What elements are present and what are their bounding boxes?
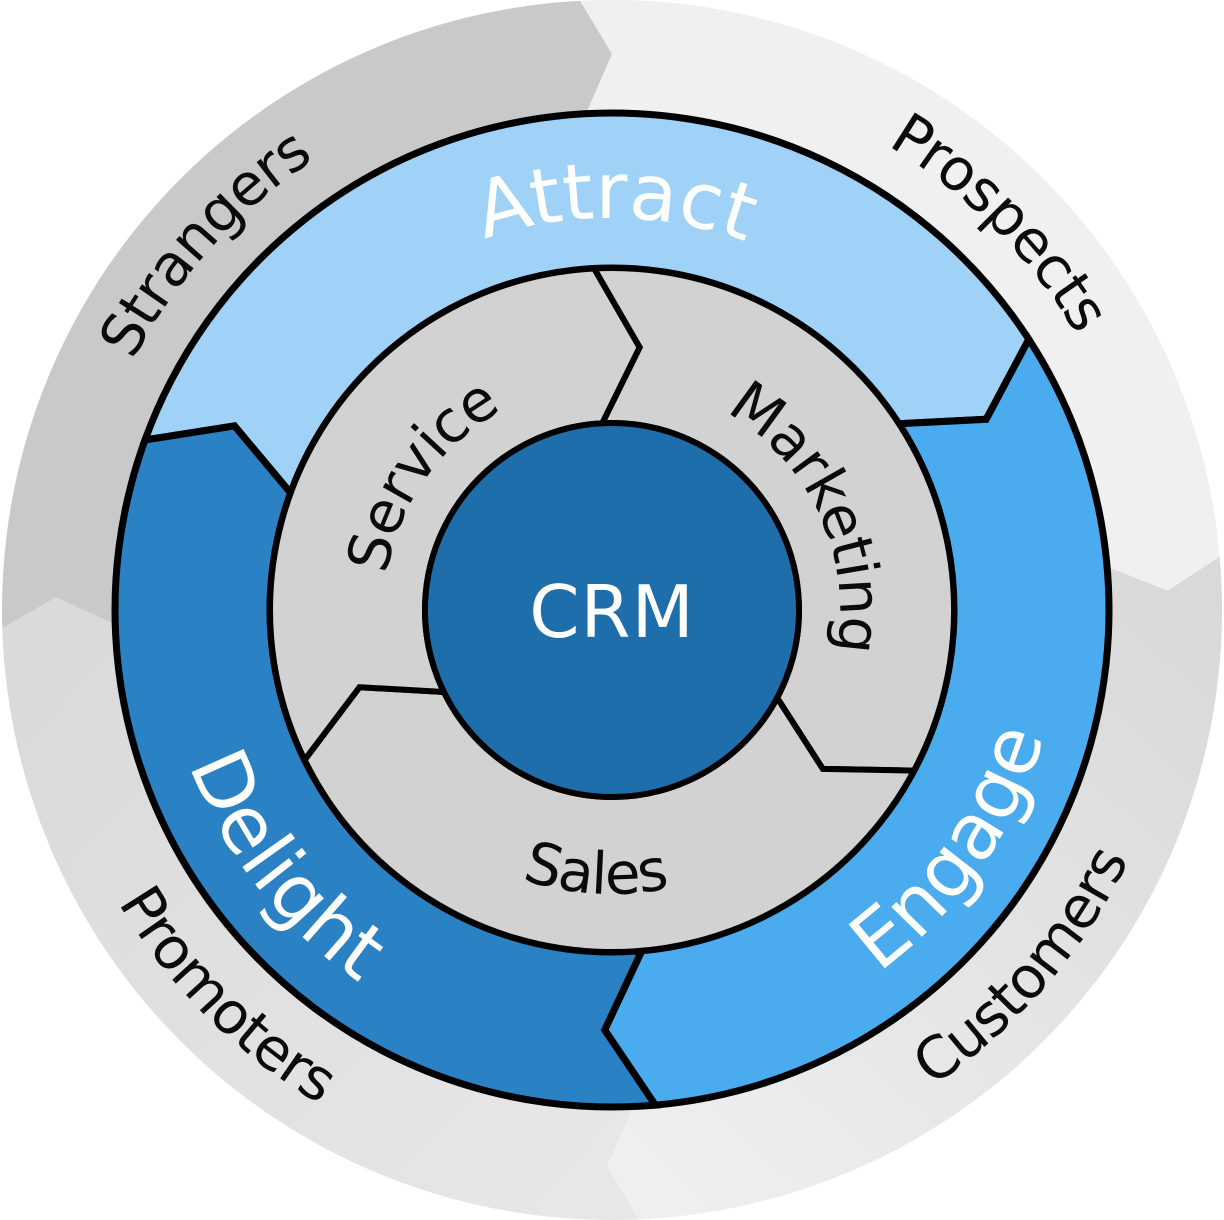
sales-label: Sales xyxy=(518,828,671,909)
segment-strangers xyxy=(2,0,613,629)
segment-prospects xyxy=(580,0,1220,591)
crm-circle xyxy=(422,420,802,800)
inner-ring xyxy=(267,265,958,956)
crm-label-text: CRM xyxy=(529,570,694,654)
crm-label: CRM xyxy=(529,570,694,654)
segment-customers xyxy=(607,556,1223,1220)
segment-promoters xyxy=(2,597,639,1220)
